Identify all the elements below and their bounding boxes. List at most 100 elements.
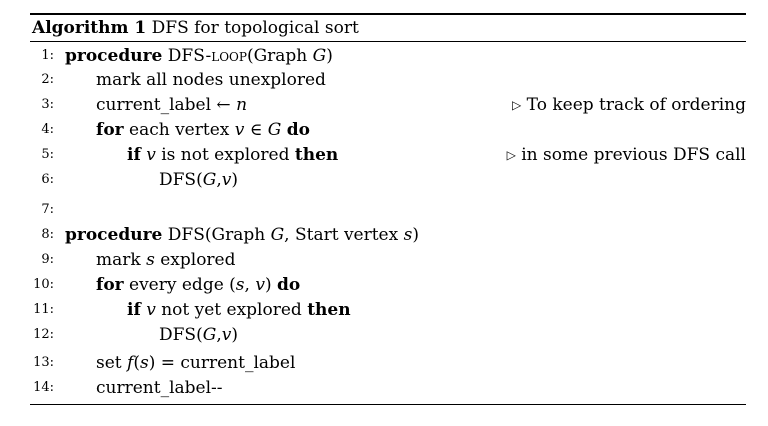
algorithm-line-10: 10: for every edge (s, v) do bbox=[30, 273, 746, 297]
comment-text: To keep track of ordering bbox=[526, 95, 746, 115]
line-number: 14: bbox=[33, 380, 54, 395]
statement-text: , bbox=[216, 170, 222, 190]
line-body: procedure DFS(Graph G, Start vertex s) bbox=[65, 223, 419, 247]
line-number: 8: bbox=[41, 227, 54, 242]
line-body: current_label-- bbox=[96, 378, 223, 398]
math-var: G bbox=[267, 120, 282, 140]
line-body: for each vertex v ∈ G do bbox=[96, 118, 310, 142]
line-number: 5: bbox=[41, 147, 54, 162]
statement-text: not yet explored bbox=[155, 300, 308, 320]
line-number: 13: bbox=[33, 355, 54, 370]
math-var: v bbox=[221, 170, 232, 190]
line-body: if v is not explored then bbox=[127, 143, 338, 167]
algorithm-caption: Algorithm 1 DFS for topological sort bbox=[30, 15, 746, 41]
algorithm-line-11: 11: if v not yet explored then bbox=[30, 298, 746, 322]
math-var: n bbox=[236, 95, 248, 115]
line-comment: ▷ To keep track of ordering bbox=[512, 93, 746, 118]
statement-text: set bbox=[96, 353, 128, 373]
math-var: G bbox=[312, 46, 327, 66]
caption-title: DFS for topological sort bbox=[151, 18, 359, 38]
line-body: for every edge (s, v) do bbox=[96, 273, 300, 297]
statement-text: DFS( bbox=[159, 325, 203, 345]
statement-text: , Start vertex bbox=[284, 225, 404, 245]
line-number: 2: bbox=[41, 72, 54, 87]
statement-text: each vertex bbox=[123, 120, 235, 140]
statement-text: explored bbox=[154, 250, 236, 270]
algorithm-line-8: 8: procedure DFS(Graph G, Start vertex s… bbox=[30, 223, 746, 247]
line-body: mark s explored bbox=[96, 248, 236, 272]
math-var: G bbox=[270, 225, 285, 245]
comment-triangle-icon: ▷ bbox=[512, 98, 522, 112]
math-var: v bbox=[146, 145, 156, 165]
keyword-for: for bbox=[96, 275, 124, 295]
caption-label: Algorithm 1 bbox=[32, 18, 147, 38]
math-var: s bbox=[146, 250, 155, 270]
comment-text: in some previous DFS call bbox=[521, 145, 746, 165]
algorithm-line-2: 2: mark all nodes unexplored bbox=[30, 68, 746, 92]
line-number: 1: bbox=[41, 48, 54, 63]
algorithm-line-9: 9: mark s explored bbox=[30, 248, 746, 272]
argument-text: ) bbox=[326, 46, 333, 66]
line-body: DFS(G,v) bbox=[159, 323, 238, 347]
keyword-if: if bbox=[127, 300, 141, 320]
statement-text: ) bbox=[231, 170, 238, 190]
statement-text: is not explored bbox=[155, 145, 295, 165]
algorithm-line-4: 4: for each vertex v ∈ G do bbox=[30, 118, 746, 142]
statement-text: DFS(Graph bbox=[162, 225, 271, 245]
line-body: set f(s) = current_label bbox=[96, 351, 295, 375]
line-number: 6: bbox=[41, 172, 54, 187]
keyword-then: then bbox=[307, 300, 351, 320]
statement-text: , bbox=[216, 325, 222, 345]
line-body: current_label ← n bbox=[96, 93, 247, 117]
math-var: s bbox=[139, 353, 149, 373]
procedure-name: DFS- bbox=[167, 46, 212, 66]
algorithm-line-14: 14: current_label-- bbox=[30, 376, 746, 400]
algorithm-line-6: 6: DFS(G,v) bbox=[30, 168, 746, 192]
argument-text: (Graph bbox=[246, 46, 313, 66]
algorithm-line-7: 7: bbox=[30, 198, 746, 222]
line-number: 10: bbox=[33, 277, 54, 292]
line-number: 3: bbox=[41, 97, 54, 112]
statement-text: ) bbox=[412, 225, 419, 245]
algorithm-block: Algorithm 1 DFS for topological sort 1: … bbox=[30, 13, 746, 398]
line-body: procedure DFS-loop(Graph G) bbox=[65, 44, 333, 68]
keyword-do: do bbox=[286, 120, 311, 140]
algorithm-line-13: 13: set f(s) = current_label bbox=[30, 351, 746, 375]
statement-text: every edge ( bbox=[123, 275, 236, 295]
math-var: G bbox=[202, 170, 217, 190]
algorithm-line-5: 5: if v is not explored then ▷ in some p… bbox=[30, 143, 746, 167]
line-body: DFS(G,v) bbox=[159, 168, 238, 192]
math-var: s bbox=[403, 225, 413, 245]
math-var: v bbox=[146, 300, 156, 320]
math-var: v bbox=[221, 325, 232, 345]
math-var: v bbox=[234, 120, 245, 140]
keyword-if: if bbox=[127, 145, 141, 165]
math-var: G bbox=[202, 325, 217, 345]
keyword-procedure: procedure bbox=[65, 46, 163, 66]
statement-text: , bbox=[244, 275, 256, 295]
bottom-rule bbox=[30, 404, 746, 405]
math-var: s bbox=[235, 275, 245, 295]
statement-text: mark bbox=[96, 250, 147, 270]
line-comment: ▷ in some previous DFS call bbox=[507, 143, 746, 168]
statement-text: ) bbox=[264, 275, 277, 295]
statement-text: ( bbox=[133, 353, 140, 373]
statement-text: ) bbox=[231, 325, 238, 345]
line-number: 4: bbox=[41, 122, 54, 137]
line-number: 12: bbox=[33, 327, 54, 342]
keyword-procedure: procedure bbox=[65, 225, 163, 245]
line-body: mark all nodes unexplored bbox=[96, 70, 326, 90]
algorithm-line-12: 12: DFS(G,v) bbox=[30, 323, 746, 347]
procedure-name-suffix: loop bbox=[211, 46, 247, 66]
statement-text: ) = current_label bbox=[148, 353, 296, 373]
algorithm-line-1: 1: procedure DFS-loop(Graph G) bbox=[30, 44, 746, 68]
line-number: 9: bbox=[41, 252, 54, 267]
line-number: 7: bbox=[41, 202, 54, 217]
statement-text: current_label ← bbox=[96, 95, 237, 115]
comment-triangle-icon: ▷ bbox=[506, 148, 516, 162]
top-rule bbox=[30, 13, 746, 15]
math-var: f bbox=[127, 353, 134, 373]
keyword-for: for bbox=[96, 120, 124, 140]
line-body: if v not yet explored then bbox=[127, 298, 351, 322]
keyword-do: do bbox=[277, 275, 301, 295]
